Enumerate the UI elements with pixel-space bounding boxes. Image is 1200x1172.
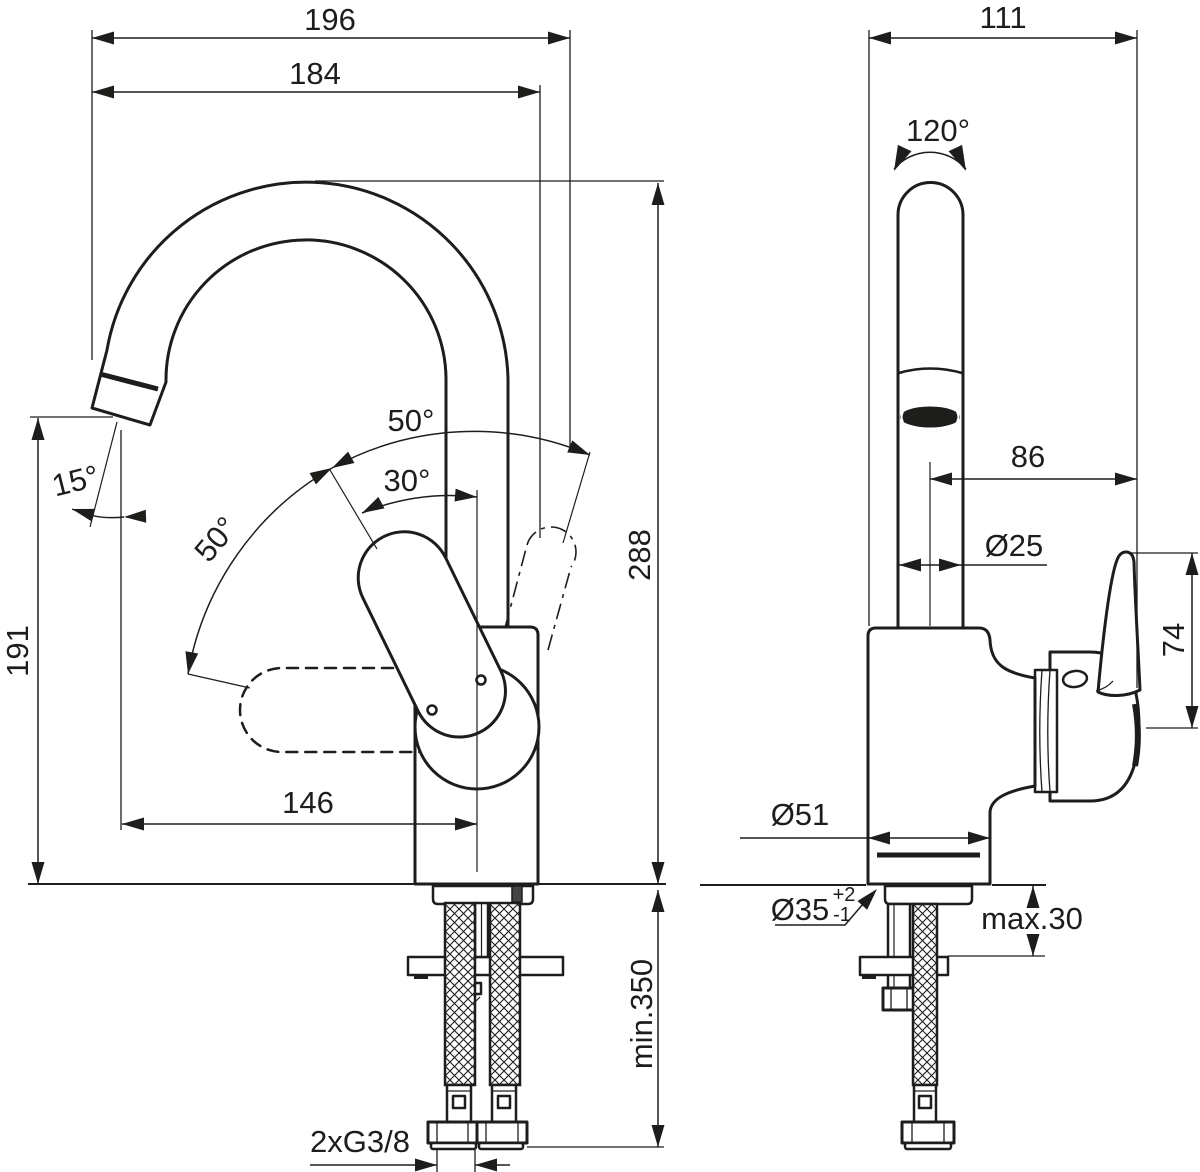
handle-axis-line [329, 469, 378, 550]
label-hole-diameter: Ø35 [771, 892, 830, 927]
handle-alt-position-dashed [238, 666, 452, 754]
connector-washer-right [477, 1141, 525, 1151]
fixing-stub [511, 885, 523, 903]
body-front-outline [866, 626, 1037, 886]
collar-ring [1039, 669, 1043, 793]
ferrule-hole [917, 1094, 933, 1110]
hose-braid-front [911, 902, 939, 1087]
label-swivel-angle: 120° [906, 113, 970, 148]
reference-lines [28, 30, 1198, 1148]
label-handle-height: 74 [1156, 623, 1191, 657]
ferrule-hole-right [496, 1094, 512, 1110]
escutcheon-shading [1132, 703, 1141, 767]
label-overall-width: 196 [304, 2, 356, 37]
label-nozzle-angle: 15° [48, 458, 102, 503]
label-hose-thread: 2xG3/8 [310, 1124, 410, 1159]
label-outlet-height: 191 [0, 625, 35, 677]
connector-washer-front [903, 1141, 953, 1151]
label-handle-back-angle: 50° [187, 510, 244, 568]
label-min-hose-length: min.350 [624, 959, 659, 1069]
up-handle-axis-ext [562, 451, 591, 544]
swivel-joint-line [897, 367, 964, 375]
label-front-overall-width: 111 [979, 0, 1026, 35]
seal-highlight [900, 411, 904, 423]
side-view [90, 180, 577, 1151]
arc-50-lower [187, 467, 333, 675]
collar-ring [1047, 669, 1051, 793]
handle-dot-upper [475, 674, 487, 686]
label-spout-height: 288 [622, 529, 657, 581]
label-outlet-reach: 146 [282, 785, 334, 820]
hose-braid-left [443, 901, 477, 1087]
handle-lever [356, 530, 507, 739]
label-handle-mid-angle: 30° [384, 463, 431, 498]
label-handle-front-angle: 50° [388, 403, 435, 438]
label-spout-width: 184 [289, 56, 341, 91]
connector-nut-right [475, 1120, 529, 1145]
shank-nut [881, 986, 917, 1012]
seal-highlight [956, 411, 960, 423]
lever-joint-curve [1095, 680, 1114, 692]
label-body-diameter: Ø51 [771, 797, 830, 832]
connector-nut-left [426, 1120, 479, 1145]
ferrule-hole-left [451, 1094, 467, 1110]
base-flange [431, 884, 535, 906]
mounting-bracket [406, 955, 565, 977]
spout-outline [90, 180, 510, 632]
arrowheads [31, 31, 1199, 1172]
connector-nut-front [900, 1120, 956, 1145]
label-handle-reach: 86 [1011, 439, 1045, 474]
label-hole-tol-plus: +2 [833, 884, 856, 906]
connector-washer-left [429, 1141, 478, 1151]
arc-50-upper [331, 430, 591, 469]
base-flange-front [883, 884, 974, 906]
dimension-lines [37, 37, 1193, 1172]
label-spout-diameter: Ø25 [985, 528, 1044, 563]
leader-35 [775, 896, 870, 926]
handle-dot-lower [426, 704, 438, 716]
cartridge-collar [1033, 668, 1059, 794]
handle-up-position-phantom [504, 526, 577, 651]
swivel-joint-seal [900, 406, 960, 428]
alt-handle-axis-ext [187, 673, 251, 689]
label-hole-tol-minus: -1 [833, 904, 851, 926]
front-view [858, 181, 1142, 1151]
handle-lever-front [1096, 550, 1142, 697]
hose-braid-right [488, 901, 522, 1087]
aerator-line [99, 371, 159, 392]
label-max-mounting-thickness: max.30 [981, 901, 1083, 936]
indicator-oval [1061, 669, 1089, 689]
spout-tube [896, 181, 965, 630]
